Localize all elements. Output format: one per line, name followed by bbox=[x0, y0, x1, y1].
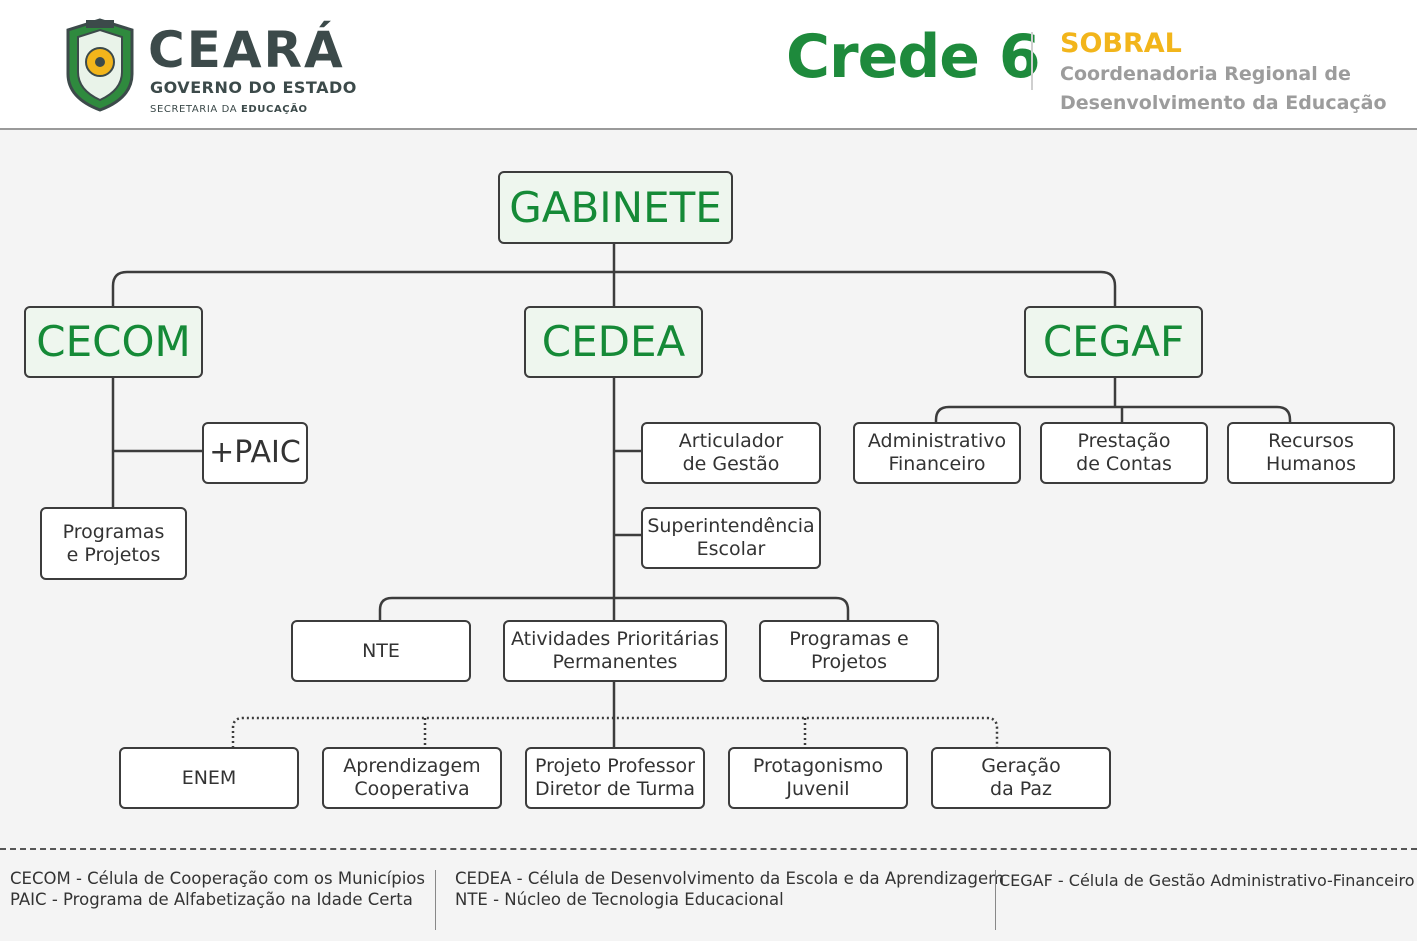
crede-description: Coordenadoria Regional de Desenvolviment… bbox=[1060, 63, 1387, 114]
legend-cedea: CEDEA - Célula de Desenvolvimento da Esc… bbox=[455, 868, 1004, 889]
secretaria-text: SECRETARIA DA bbox=[150, 104, 238, 115]
legend-col-3: CEGAF - Célula de Gestão Administrativo-… bbox=[999, 870, 1414, 891]
footer-bottom-strip bbox=[0, 941, 1417, 945]
nte-node: NTE bbox=[291, 620, 471, 682]
articulador-node: Articulador de Gestão bbox=[641, 422, 821, 484]
ppdt-node: Projeto Professor Diretor de Turma bbox=[525, 747, 705, 809]
ceara-coat-of-arms-icon bbox=[66, 18, 134, 112]
enem-node: ENEM bbox=[119, 747, 299, 809]
atividades-node: Atividades Prioritárias Permanentes bbox=[503, 620, 727, 682]
aprendizagem-node: Aprendizagem Cooperativa bbox=[322, 747, 502, 809]
legend-col-2: CEDEA - Célula de Desenvolvimento da Esc… bbox=[455, 868, 1004, 910]
administrativo-node: Administrativo Financeiro bbox=[853, 422, 1021, 484]
logo-name: CEARÁ bbox=[148, 21, 345, 79]
legend-paic: PAIC - Programa de Alfabetização na Idad… bbox=[10, 889, 425, 910]
legend-text: - Célula de Gestão Administrativo-Financ… bbox=[1052, 871, 1415, 890]
geracao-node: Geração da Paz bbox=[931, 747, 1111, 809]
legend-text: - Núcleo de Tecnologia Educacional bbox=[487, 890, 784, 909]
recursos-node: Recursos Humanos bbox=[1227, 422, 1395, 484]
legend-text: - Célula de Cooperação com os Municípios bbox=[70, 869, 425, 888]
legend-abbr: NTE bbox=[455, 890, 488, 909]
legend-nte: NTE - Núcleo de Tecnologia Educacional bbox=[455, 889, 1004, 910]
superintendencia-node: Superintendência Escolar bbox=[641, 507, 821, 569]
legend-separator bbox=[435, 870, 436, 930]
logo-subtitle: GOVERNO DO ESTADO bbox=[150, 78, 357, 97]
logo-secretaria: SECRETARIA DA EDUCAÇÃO bbox=[150, 104, 308, 115]
legend-cegaf: CEGAF - Célula de Gestão Administrativo-… bbox=[999, 870, 1414, 891]
secretaria-bold-text: EDUCAÇÃO bbox=[240, 104, 308, 115]
legend-col-1: CECOM - Célula de Cooperação com os Muni… bbox=[10, 868, 425, 910]
prestacao-node: Prestação de Contas bbox=[1040, 422, 1208, 484]
header: CEARÁ GOVERNO DO ESTADO SECRETARIA DA ED… bbox=[0, 0, 1417, 130]
gabinete-node: GABINETE bbox=[498, 171, 733, 244]
footer-divider bbox=[0, 848, 1417, 850]
legend-text: - Célula de Desenvolvimento da Escola e … bbox=[511, 869, 1005, 888]
paic-node: +PAIC bbox=[202, 422, 308, 484]
legend-abbr: PAIC bbox=[10, 890, 47, 909]
legend-cecom: CECOM - Célula de Cooperação com os Muni… bbox=[10, 868, 425, 889]
legend-abbr: CECOM bbox=[10, 869, 71, 888]
city-name: SOBRAL bbox=[1060, 28, 1182, 59]
header-divider bbox=[1031, 32, 1033, 90]
cedea-programas-node: Programas e Projetos bbox=[759, 620, 939, 682]
cegaf-node: CEGAF bbox=[1024, 306, 1203, 378]
protagonismo-node: Protagonismo Juvenil bbox=[728, 747, 908, 809]
cecom-node: CECOM bbox=[24, 306, 203, 378]
legend-text: - Programa de Alfabetização na Idade Cer… bbox=[46, 890, 413, 909]
crede-title: Crede 6 bbox=[786, 22, 1041, 92]
legend-abbr: CEDEA bbox=[455, 869, 512, 888]
legend-abbr: CEGAF bbox=[999, 871, 1053, 890]
cecom-programas-node: Programas e Projetos bbox=[40, 507, 187, 580]
legend-separator bbox=[995, 870, 996, 930]
cedea-node: CEDEA bbox=[524, 306, 703, 378]
